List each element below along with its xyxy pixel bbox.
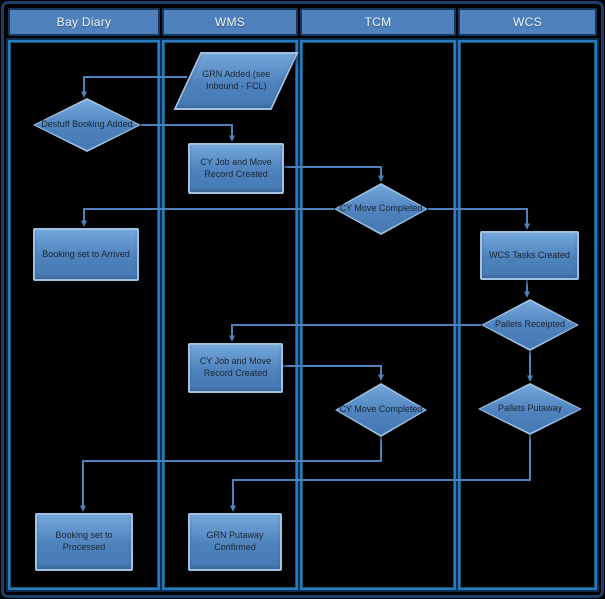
lane-header-tcm: TCM [300,8,456,36]
node-label: GRN Putaway Confirmed [206,530,264,552]
lane-body-wms [162,40,298,590]
node-wcs-tasks-created: WCS Tasks Created [480,231,579,280]
lane-body-tcm [300,40,456,590]
node-destuff-booking-added: Destuff Booking Added [33,98,141,152]
node-label: CY Job and Move Record Created [200,156,272,179]
node-cy-move-completed-2: CY Move Completed [335,383,427,437]
node-label: WCS Tasks Created [489,249,570,260]
node-grn-putaway-confirmed: GRN Putaway Confirmed [188,513,282,571]
node-booking-set-to-arrived: Booking set to Arrived [33,228,139,281]
node-cy-move-completed-1: CY Move Completed [334,183,428,235]
lane-label: Bay Diary [56,15,112,29]
lane-header-wms: WMS [162,8,298,36]
node-label: Destuff Booking Added [41,119,133,130]
node-label: CY Move Completed [339,203,423,214]
node-pallets-putaway: Pallets Putaway [478,383,582,435]
lane-label: TCM [364,15,392,29]
lane-body-bay-diary [8,40,160,590]
node-cy-job-move-record-2: CY Job and Move Record Created [188,343,283,393]
lane-label: WMS [214,15,246,29]
lane-label: WCS [513,15,542,29]
node-label: Booking set to Processed [55,530,113,552]
node-pallets-receipted: Pallets Receipted [481,299,579,351]
node-cy-job-move-record-1: CY Job and Move Record Created [188,143,284,194]
node-booking-set-to-processed: Booking set to Processed [35,513,133,571]
lane-body-wcs [458,40,597,590]
node-label: Pallets Putaway [497,403,563,414]
node-label: Pallets Receipted [494,319,566,330]
node-label: GRN Added (see Inbound - FCL) [201,69,271,91]
lane-header-bay-diary: Bay Diary [8,8,160,36]
node-label: CY Job and Move Record Created [199,356,272,378]
lane-header-wcs: WCS [458,8,597,36]
node-label: Booking set to Arrived [42,248,130,259]
node-label: CY Move Completed [339,404,423,415]
